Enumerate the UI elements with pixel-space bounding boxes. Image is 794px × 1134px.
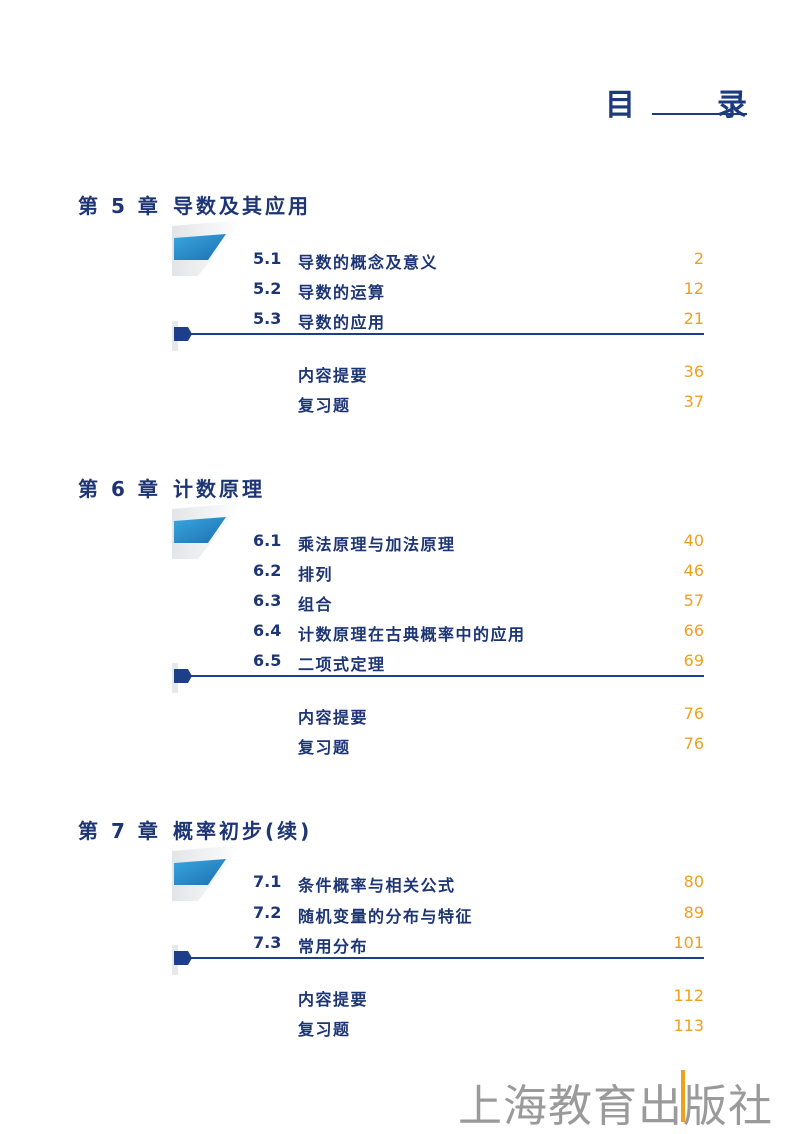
chapter-title: 概率初步(续) <box>173 819 313 843</box>
section-number: 5.2 <box>253 279 282 298</box>
chapter-heading: 第 7 章概率初步(续) <box>78 815 312 844</box>
chapter-ribbon-decoration <box>172 503 247 561</box>
publisher-accent-line <box>681 1070 685 1122</box>
page-number: 76 <box>683 734 704 753</box>
chapter-ribbon-decoration <box>172 220 247 278</box>
chapter-title: 导数及其应用 <box>173 194 311 218</box>
chapter-divider <box>172 663 704 693</box>
toc-extra-entry[interactable]: 内容提要 76 <box>298 704 704 727</box>
page-number: 69 <box>683 651 704 670</box>
toc-section-entry[interactable]: 7.1 条件概率与相关公式 80 <box>253 872 704 895</box>
page-number: 40 <box>683 531 704 550</box>
toc-section-entry[interactable]: 7.2 随机变量的分布与特征 89 <box>253 902 704 926</box>
toc-extra-entry[interactable]: 复习题 113 <box>298 1016 704 1039</box>
toc-extra-entry[interactable]: 内容提要 112 <box>298 986 704 1009</box>
page-number: 2 <box>693 249 704 268</box>
section-title: 组合 <box>298 595 334 614</box>
publisher-name: 上海教育出版社 <box>458 1081 773 1132</box>
section-title: 二项式定理 <box>298 655 386 674</box>
extra-title: 内容提要 <box>298 990 369 1009</box>
section-number: 6.1 <box>253 531 282 550</box>
page-title: 目 录 <box>605 88 773 123</box>
section-title: 常用分布 <box>298 937 369 956</box>
section-number: 7.1 <box>253 872 282 891</box>
toc-extra-entry[interactable]: 复习题 76 <box>298 734 704 757</box>
extra-title: 内容提要 <box>298 708 369 727</box>
page-number: 101 <box>673 933 704 952</box>
extra-title: 内容提要 <box>298 366 369 385</box>
section-number: 7.3 <box>253 933 282 952</box>
section-number: 6.4 <box>253 621 282 640</box>
section-number: 7.2 <box>253 902 282 922</box>
toc-extra-entry[interactable]: 复习题 37 <box>298 392 704 415</box>
toc-extra-entry[interactable]: 内容提要 36 <box>298 362 704 385</box>
page-number: 76 <box>683 704 704 723</box>
toc-section-entry[interactable]: 5.1 导数的概念及意义 2 <box>253 249 704 272</box>
page-number: 36 <box>683 362 704 381</box>
page-number: 37 <box>683 392 704 411</box>
section-title: 导数的应用 <box>298 313 386 332</box>
title-underline <box>652 113 747 115</box>
chapter-title: 计数原理 <box>173 477 265 501</box>
extra-title: 复习题 <box>298 396 351 415</box>
page-number: 46 <box>683 561 704 580</box>
page-number: 113 <box>673 1016 704 1035</box>
page-number: 57 <box>683 591 704 610</box>
section-title: 导数的运算 <box>298 283 386 302</box>
section-title: 乘法原理与加法原理 <box>298 535 456 554</box>
section-title: 计数原理在古典概率中的应用 <box>298 625 526 644</box>
section-title: 排列 <box>298 565 334 584</box>
chapter-heading: 第 6 章计数原理 <box>78 473 265 502</box>
toc-section-entry[interactable]: 5.2 导数的运算 12 <box>253 279 704 302</box>
chapter-divider <box>172 321 704 351</box>
toc-section-entry[interactable]: 6.5 二项式定理 69 <box>253 651 704 674</box>
section-number: 6.2 <box>253 561 282 580</box>
chapter-divider <box>172 945 704 975</box>
section-title: 条件概率与相关公式 <box>298 876 456 895</box>
page-number: 89 <box>683 902 704 922</box>
toc-section-entry[interactable]: 7.3 常用分布 101 <box>253 933 704 956</box>
section-title: 导数的概念及意义 <box>298 253 439 272</box>
page-number: 112 <box>673 986 704 1005</box>
chapter-number: 第 5 章 <box>78 194 161 218</box>
toc-section-entry[interactable]: 6.4 计数原理在古典概率中的应用 66 <box>253 621 704 644</box>
section-number: 6.3 <box>253 591 282 610</box>
chapter-number: 第 7 章 <box>78 819 161 843</box>
chapter-ribbon-decoration <box>172 845 247 903</box>
page-number: 12 <box>683 279 704 298</box>
extra-title: 复习题 <box>298 1020 351 1039</box>
chapter-number: 第 6 章 <box>78 477 161 501</box>
page-number: 66 <box>683 621 704 640</box>
page-number: 21 <box>683 309 704 328</box>
section-number: 5.3 <box>253 309 282 328</box>
toc-section-entry[interactable]: 6.3 组合 57 <box>253 591 704 614</box>
section-number: 5.1 <box>253 249 282 268</box>
chapter-heading: 第 5 章导数及其应用 <box>78 190 311 219</box>
toc-section-entry[interactable]: 5.3 导数的应用 21 <box>253 309 704 332</box>
section-title: 随机变量的分布与特征 <box>298 906 474 926</box>
extra-title: 复习题 <box>298 738 351 757</box>
page-number: 80 <box>683 872 704 891</box>
toc-section-entry[interactable]: 6.2 排列 46 <box>253 561 704 584</box>
section-number: 6.5 <box>253 651 282 670</box>
toc-section-entry[interactable]: 6.1 乘法原理与加法原理 40 <box>253 531 704 554</box>
